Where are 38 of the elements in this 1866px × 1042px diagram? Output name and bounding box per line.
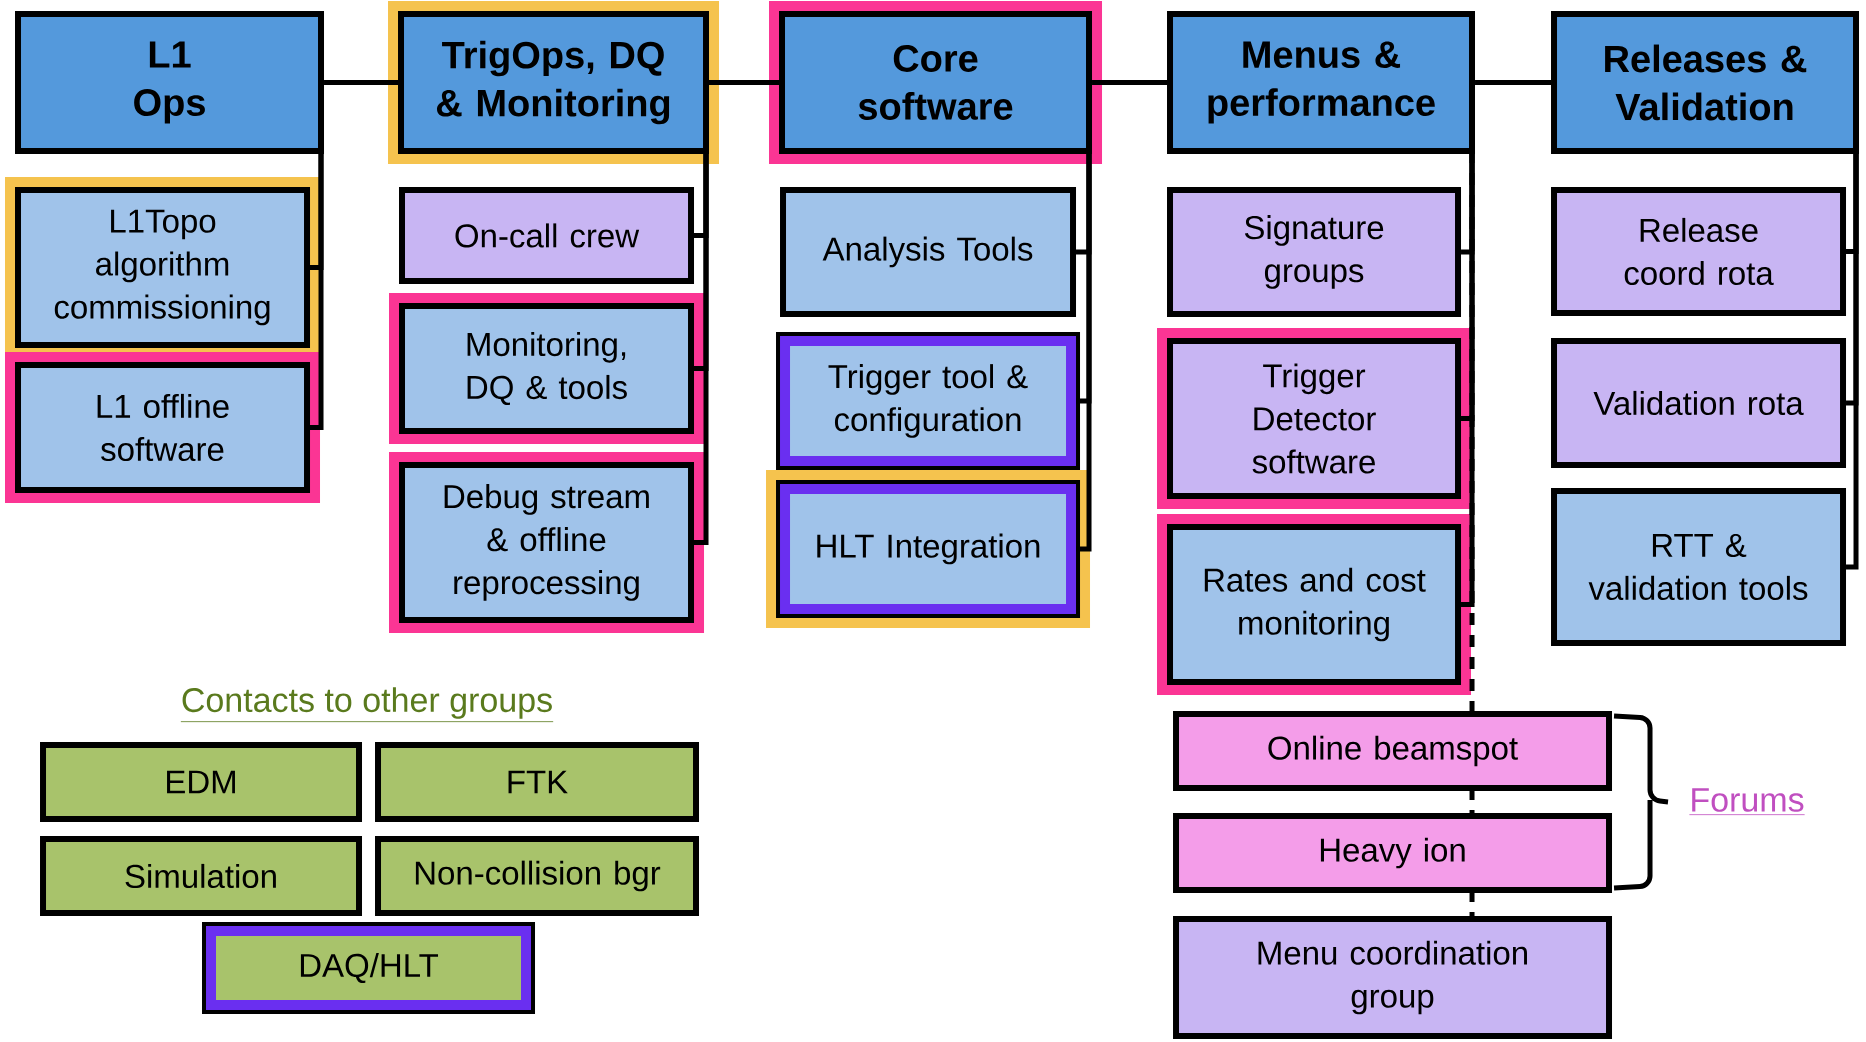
link-text: Forums xyxy=(1689,788,1806,816)
task-box: RTT & validation tools xyxy=(1551,488,1846,646)
connector-line xyxy=(324,80,398,85)
group-header-box: Releases & Validation xyxy=(1551,11,1859,154)
task-box: Trigger Detector software xyxy=(1157,328,1471,509)
connector-line xyxy=(1475,80,1551,85)
connector-line xyxy=(1469,788,1475,816)
contact-box: FTK xyxy=(375,742,699,822)
task-box: Validation rota xyxy=(1551,338,1846,468)
contact-box: DAQ/HLT xyxy=(202,922,535,1014)
connector-line xyxy=(694,151,709,545)
task-box: HLT Integration xyxy=(766,470,1090,628)
task-box: Signature groups xyxy=(1167,187,1461,317)
connector-line xyxy=(1846,151,1859,570)
connector-line xyxy=(1469,890,1475,919)
connector-line xyxy=(1469,151,1475,714)
connector-line xyxy=(709,80,779,85)
connector-line xyxy=(1092,80,1167,85)
task-box: Trigger tool & configuration xyxy=(776,332,1080,470)
group-header-box: Core software xyxy=(769,1,1102,164)
task-box: L1 offline software xyxy=(5,352,320,503)
link-text: Contacts to other groups xyxy=(180,687,554,723)
contact-box: EDM xyxy=(40,742,362,822)
task-box: Menu coordination group xyxy=(1173,916,1612,1039)
contact-box: Simulation xyxy=(40,836,362,916)
group-header-box: Menus & performance xyxy=(1167,11,1475,154)
task-box: Rates and cost monitoring xyxy=(1157,514,1471,695)
task-box: On-call crew xyxy=(399,187,694,284)
task-box: Online beamspot xyxy=(1173,711,1612,791)
group-header-box: TrigOps, DQ & Monitoring xyxy=(388,1,719,164)
task-box: Release coord rota xyxy=(1551,187,1846,316)
contact-box: Non-collision bgr xyxy=(375,836,699,916)
task-box: Debug stream & offline reprocessing xyxy=(389,452,704,633)
task-box: Monitoring, DQ & tools xyxy=(389,293,704,444)
task-box: Analysis Tools xyxy=(780,187,1076,317)
group-header-box: L1 Ops xyxy=(15,11,324,154)
task-box: Heavy ion xyxy=(1173,813,1612,893)
connector-line xyxy=(310,151,324,430)
